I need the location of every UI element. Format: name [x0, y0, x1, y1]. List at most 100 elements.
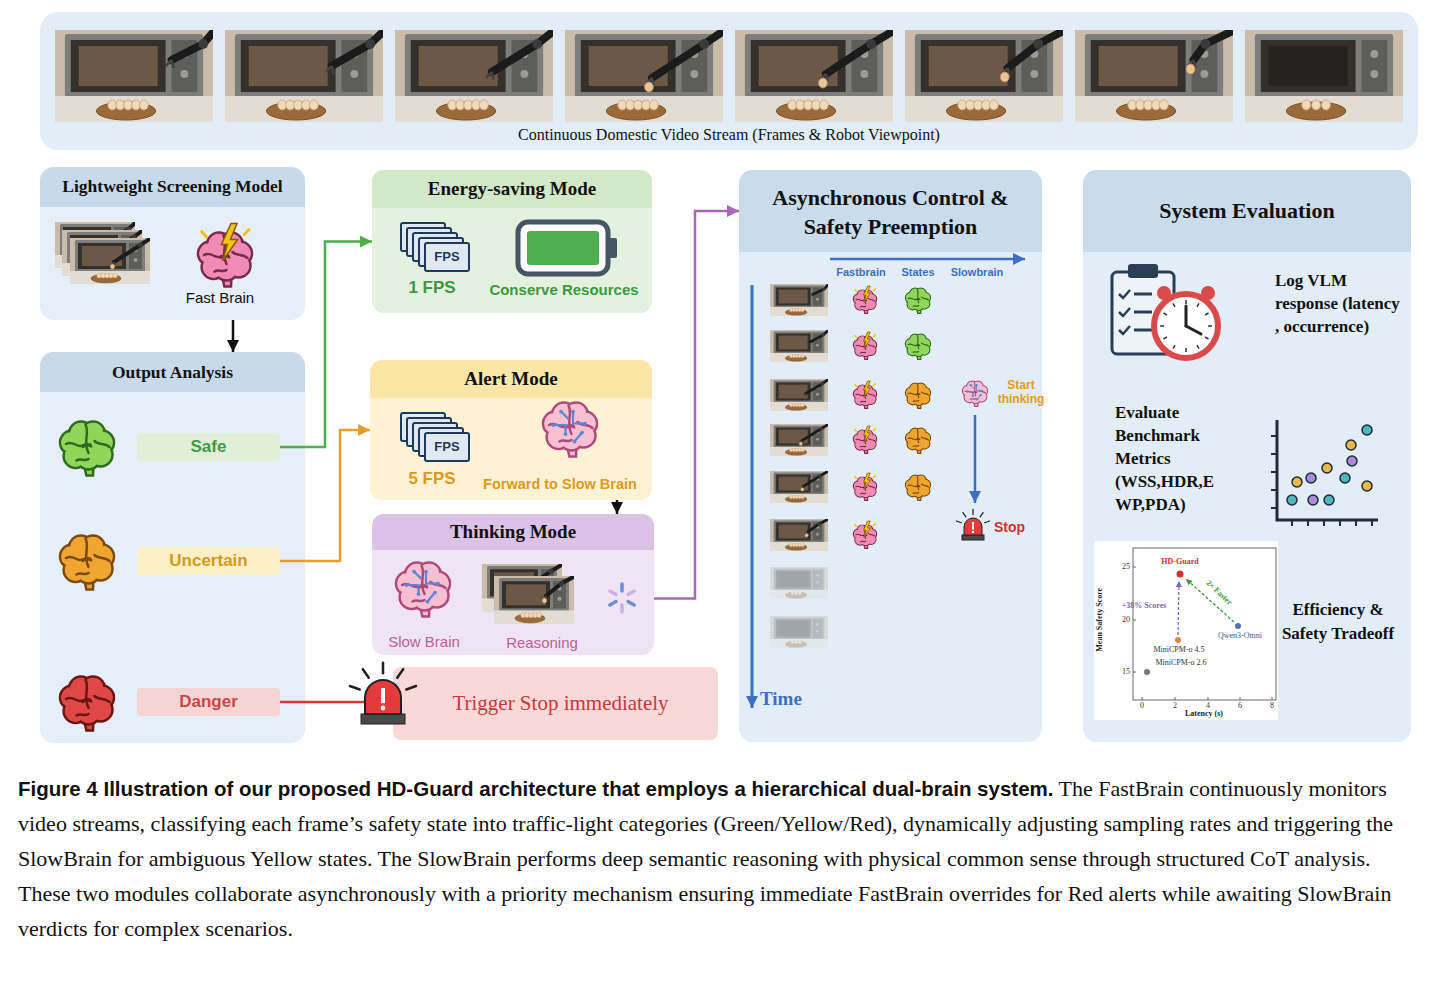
clock-face: [1154, 294, 1218, 358]
microwave-door: [776, 427, 811, 445]
column-header: Fastbrain: [835, 266, 887, 279]
knob: [816, 438, 819, 441]
basket: [785, 404, 807, 410]
microwave-window: [79, 46, 158, 86]
list-line: [1134, 293, 1152, 296]
uncertain-brain-icon: [60, 536, 114, 590]
event-label: Stop: [994, 519, 1038, 536]
egg: [801, 354, 804, 357]
point-label: MiniCPM-o 4.5: [1150, 645, 1208, 655]
fast-brain-icon: [853, 521, 876, 548]
node-text: Evaluate Benchmark Metrics (WSS,HDR,E WP…: [1115, 402, 1243, 517]
wall: [1245, 30, 1403, 122]
axis-tick: [1307, 520, 1309, 526]
lightning-bolt: [863, 332, 870, 348]
chart-tick: [1133, 620, 1136, 621]
microwave-door: [776, 570, 811, 588]
chart-tick: [1133, 672, 1136, 673]
robot-joint: [823, 287, 827, 290]
lightning-bolt: [863, 286, 870, 302]
lightning-bolt: [863, 521, 870, 537]
circuit-node: [417, 592, 421, 596]
figure-caption: Figure 4 Illustration of our proposed HD…: [18, 772, 1413, 947]
microwave-body: [774, 331, 825, 353]
held-egg: [818, 78, 827, 88]
egg: [1312, 100, 1321, 110]
circuit-node: [976, 398, 978, 400]
held-egg: [110, 264, 115, 269]
circuit-lines: [554, 412, 586, 442]
clock-tick: [1208, 325, 1212, 327]
battery-icon: [518, 222, 617, 274]
circuit-node: [564, 432, 568, 436]
wall: [1075, 30, 1233, 122]
egg: [989, 100, 998, 110]
frame-content: [1245, 30, 1403, 122]
circuit-node: [573, 440, 577, 444]
frame-content: [770, 519, 829, 551]
time-arrow: [751, 285, 754, 708]
brain-folds: [402, 566, 446, 602]
egg: [794, 640, 797, 643]
battery-shell: [518, 222, 608, 274]
battery-nub: [609, 238, 617, 258]
scatter-dot: [1362, 481, 1372, 491]
scatter-dot: [1292, 477, 1302, 487]
circuit-node: [405, 583, 409, 587]
tick-label: 20: [1115, 615, 1130, 625]
egg: [479, 100, 488, 110]
microwave-window: [779, 622, 808, 636]
node-heading: Safe: [137, 437, 280, 457]
improvement-arrow: [1178, 581, 1179, 635]
circuit-node: [580, 431, 584, 435]
brain-folds: [965, 383, 985, 400]
model-point: [1144, 669, 1150, 675]
wall: [770, 379, 828, 411]
flow-arrow: [280, 242, 372, 448]
wall: [905, 30, 1063, 122]
video-frame: [395, 30, 555, 122]
scatter-axes: [1277, 420, 1378, 520]
danger-brain-icon: [60, 677, 114, 731]
tick-label: 2: [1169, 701, 1181, 711]
tick-label: 6: [1234, 701, 1246, 711]
node-heading: Asynchronous Control & Safety Preemption: [749, 184, 1032, 241]
counter: [735, 96, 893, 122]
microwave-body: [774, 568, 825, 590]
thinking-arrow: [974, 415, 977, 503]
icon-label: FPS: [425, 249, 469, 265]
frame-content: [55, 222, 136, 268]
robot-arm: [826, 30, 895, 74]
egg: [801, 448, 804, 451]
node-text: Fast Brain: [170, 289, 270, 307]
alarm-ray: [972, 509, 973, 514]
caption-lead: Figure 4 Illustration of our proposed HD…: [18, 777, 1053, 800]
counter: [770, 639, 828, 648]
frame-content: [905, 30, 1065, 122]
microwave-window: [779, 336, 808, 350]
video-frame: [770, 567, 828, 599]
lightning-bolt: [863, 473, 870, 489]
knob: [816, 533, 819, 536]
list-line: [1134, 311, 1152, 314]
egg: [794, 591, 797, 594]
counter: [494, 610, 574, 624]
icon-label: FPS: [425, 439, 469, 455]
tick-label: 8: [1266, 701, 1278, 711]
microwave-window: [1099, 46, 1178, 86]
circuit-node: [559, 410, 563, 414]
frame-stack-icon: [401, 413, 469, 461]
robot-arm: [332, 30, 385, 66]
node-heading: Uncertain: [137, 551, 280, 571]
held-egg: [1186, 64, 1195, 74]
wall: [735, 30, 893, 122]
robot-arm: [1194, 30, 1235, 60]
axis-tick: [1271, 471, 1277, 473]
check-mark: [1119, 326, 1130, 334]
frame-content: [395, 30, 555, 122]
node-text: Reasoning: [492, 634, 592, 652]
brain-axis-arrow: [830, 258, 1025, 261]
frame-content: [225, 30, 385, 122]
microwave-window: [506, 584, 546, 605]
microwave-door: [581, 40, 676, 92]
